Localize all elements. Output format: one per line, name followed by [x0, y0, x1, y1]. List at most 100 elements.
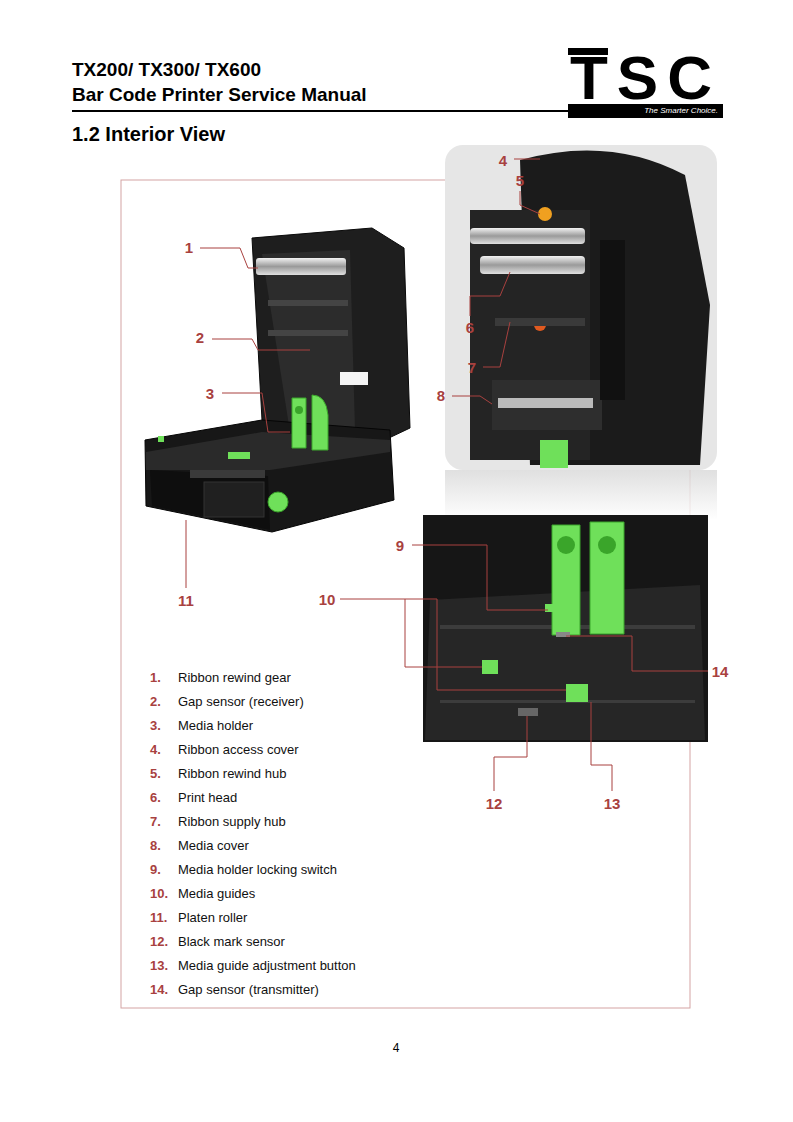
- list-number: 8.: [150, 838, 161, 854]
- part-name-text: Ribbon rewind hub: [178, 766, 286, 782]
- callout-number-text: 3: [206, 385, 214, 402]
- part-name-text: Media holder locking switch: [178, 862, 337, 878]
- part-name: Platen roller: [178, 910, 247, 926]
- list-number-text: 6.: [150, 790, 161, 806]
- part-name: Media holder: [178, 718, 253, 734]
- part-name: Ribbon supply hub: [178, 814, 286, 830]
- part-name: Media guides: [178, 886, 255, 902]
- list-number: 9.: [150, 862, 161, 878]
- list-number: 6.: [150, 790, 161, 806]
- callout-number-text: 6: [466, 319, 474, 336]
- list-number: 4.: [150, 742, 161, 758]
- list-number-text: 11.: [150, 910, 167, 926]
- brand-logo: TSCThe Smarter Choice.: [568, 52, 723, 118]
- callout-number: 3: [206, 385, 214, 402]
- callout-number-text: 10: [319, 591, 336, 608]
- logo-letters: TSC: [568, 52, 723, 104]
- callout-number: 9: [396, 537, 404, 554]
- list-number-text: 13.: [150, 958, 168, 974]
- callout-number-text: 9: [396, 537, 404, 554]
- list-number-text: 9.: [150, 862, 161, 878]
- callout-number-text: 1: [185, 239, 193, 256]
- part-name: Ribbon access cover: [178, 742, 299, 758]
- part-name-text: Media holder: [178, 718, 253, 734]
- callout-number: 5: [516, 172, 524, 189]
- list-number: 13.: [150, 958, 168, 974]
- header-manual: Bar Code Printer Service Manual: [72, 83, 367, 106]
- callout-number: 11: [178, 592, 194, 609]
- callout-number-text: 14: [712, 663, 729, 680]
- callout-number: 6: [466, 319, 474, 336]
- list-number: 1.: [150, 670, 161, 686]
- callout-number: 14: [712, 663, 729, 680]
- printer-photo-open: [145, 228, 410, 532]
- part-name-text: Gap sensor (receiver): [178, 694, 304, 710]
- figure-frame: [121, 180, 690, 1008]
- part-name: Ribbon rewind hub: [178, 766, 286, 782]
- media-bay-photo: [423, 515, 708, 742]
- callout-number: 12: [486, 795, 503, 812]
- list-number-text: 3.: [150, 718, 161, 734]
- list-number-text: 7.: [150, 814, 161, 830]
- list-number: 5.: [150, 766, 161, 782]
- callout-number-text: 4: [499, 152, 507, 169]
- list-number: 3.: [150, 718, 161, 734]
- callout-number: 2: [196, 329, 204, 346]
- part-name: Media cover: [178, 838, 249, 854]
- header-model-text: TX200/ TX300/ TX600: [72, 58, 261, 81]
- part-name: Print head: [178, 790, 237, 806]
- list-number: 12.: [150, 934, 168, 950]
- callout-number-text: 12: [486, 795, 503, 812]
- part-name-text: Media guides: [178, 886, 255, 902]
- callout-number-text: 13: [604, 795, 621, 812]
- part-name: Media holder locking switch: [178, 862, 337, 878]
- header-model: TX200/ TX300/ TX600: [72, 58, 261, 81]
- page-number-text: 4: [393, 1041, 400, 1055]
- callout-number-text: 11: [178, 592, 194, 609]
- part-name-text: Gap sensor (transmitter): [178, 982, 319, 998]
- list-number-text: 10.: [150, 886, 168, 902]
- list-number-text: 2.: [150, 694, 161, 710]
- part-name-text: Media guide adjustment button: [178, 958, 356, 974]
- part-name: Black mark sensor: [178, 934, 285, 950]
- callout-number: 10: [319, 591, 336, 608]
- list-number-text: 12.: [150, 934, 168, 950]
- list-number-text: 4.: [150, 742, 161, 758]
- list-number: 11.: [150, 910, 167, 926]
- list-number: 2.: [150, 694, 161, 710]
- callout-number: 8: [437, 387, 445, 404]
- callout-number-text: 7: [468, 359, 476, 376]
- list-number: 10.: [150, 886, 168, 902]
- part-name: Ribbon rewind gear: [178, 670, 291, 686]
- list-number: 14.: [150, 982, 168, 998]
- part-name-text: Ribbon access cover: [178, 742, 299, 758]
- page-number: 4: [393, 1041, 400, 1055]
- callout-number-text: 5: [516, 172, 524, 189]
- header-manual-text: Bar Code Printer Service Manual: [72, 83, 367, 106]
- part-name-text: Platen roller: [178, 910, 247, 926]
- callout-number: 4: [499, 152, 507, 169]
- part-name-text: Media cover: [178, 838, 249, 854]
- ribbon-closeup-photo: [445, 145, 717, 520]
- list-number-text: 8.: [150, 838, 161, 854]
- list-number-text: 14.: [150, 982, 168, 998]
- part-name-text: Print head: [178, 790, 237, 806]
- callout-number: 7: [468, 359, 476, 376]
- part-name-text: Ribbon rewind gear: [178, 670, 291, 686]
- callout-number-text: 8: [437, 387, 445, 404]
- part-name-text: Black mark sensor: [178, 934, 285, 950]
- section-title: 1.2 Interior View: [72, 122, 225, 146]
- callout-number: 1: [185, 239, 193, 256]
- list-number-text: 1.: [150, 670, 161, 686]
- part-name: Gap sensor (transmitter): [178, 982, 319, 998]
- section-title-text: 1.2 Interior View: [72, 122, 225, 146]
- callout-number-text: 2: [196, 329, 204, 346]
- part-name-text: Ribbon supply hub: [178, 814, 286, 830]
- callout-number: 13: [604, 795, 621, 812]
- list-number-text: 5.: [150, 766, 161, 782]
- logo-tagline: The Smarter Choice.: [568, 104, 723, 118]
- part-name: Media guide adjustment button: [178, 958, 356, 974]
- part-name: Gap sensor (receiver): [178, 694, 304, 710]
